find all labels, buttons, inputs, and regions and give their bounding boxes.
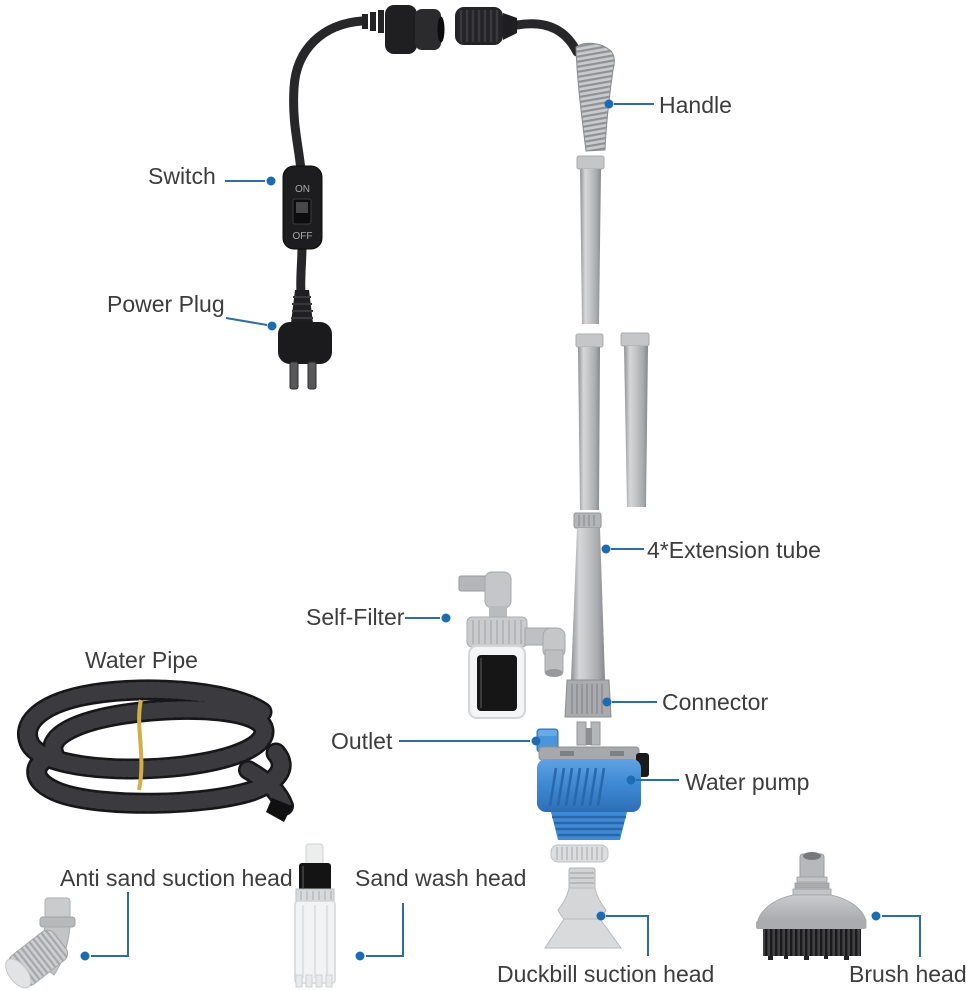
- pipe-tie: [137, 699, 144, 791]
- leader-lines: [91, 103, 921, 957]
- duckbill-suction-head-part: [544, 867, 622, 949]
- label-outlet: Outlet: [331, 728, 393, 754]
- label-anti-sand-suction-head: Anti sand suction head: [60, 865, 293, 891]
- power-switch: ON OFF: [282, 165, 323, 250]
- label-switch: Switch: [148, 163, 216, 189]
- anti-sand-suction-head-part: [5, 897, 76, 989]
- leader-dots: [80, 99, 881, 961]
- label-water-pump: Water pump: [685, 769, 810, 795]
- brush-head-part: [756, 852, 867, 960]
- water-pump-part: [537, 746, 649, 840]
- threaded-ring: [550, 844, 609, 863]
- label-water-pipe: Water Pipe: [85, 647, 198, 673]
- switch-on-text: ON: [295, 184, 310, 195]
- pump-intake: [576, 721, 601, 746]
- sand-wash-head-part: [294, 843, 336, 988]
- water-pipe-part: [17, 679, 294, 822]
- cable-connector-male: [455, 7, 517, 45]
- handle-part: [575, 42, 615, 152]
- label-self-filter: Self-Filter: [306, 604, 405, 630]
- power-plug-part: [278, 290, 332, 390]
- connector-part: [564, 679, 612, 718]
- label-extension-tube: 4*Extension tube: [647, 537, 821, 563]
- label-handle: Handle: [659, 92, 732, 118]
- label-duckbill-suction-head: Duckbill suction head: [497, 961, 715, 987]
- self-filter-part: [458, 571, 566, 719]
- tube-segment-1: [576, 155, 605, 324]
- tube-segment-3: [620, 332, 650, 507]
- label-connector: Connector: [662, 689, 769, 715]
- label-power-plug: Power Plug: [107, 291, 225, 317]
- switch-off-text: OFF: [293, 231, 313, 242]
- label-sand-wash-head: Sand wash head: [355, 865, 527, 891]
- extension-tube-part: [571, 512, 605, 680]
- power-cord: [289, 16, 582, 295]
- label-brush-head: Brush head: [849, 961, 966, 987]
- cable-connector-female: [362, 5, 445, 54]
- tube-segment-2: [575, 333, 604, 510]
